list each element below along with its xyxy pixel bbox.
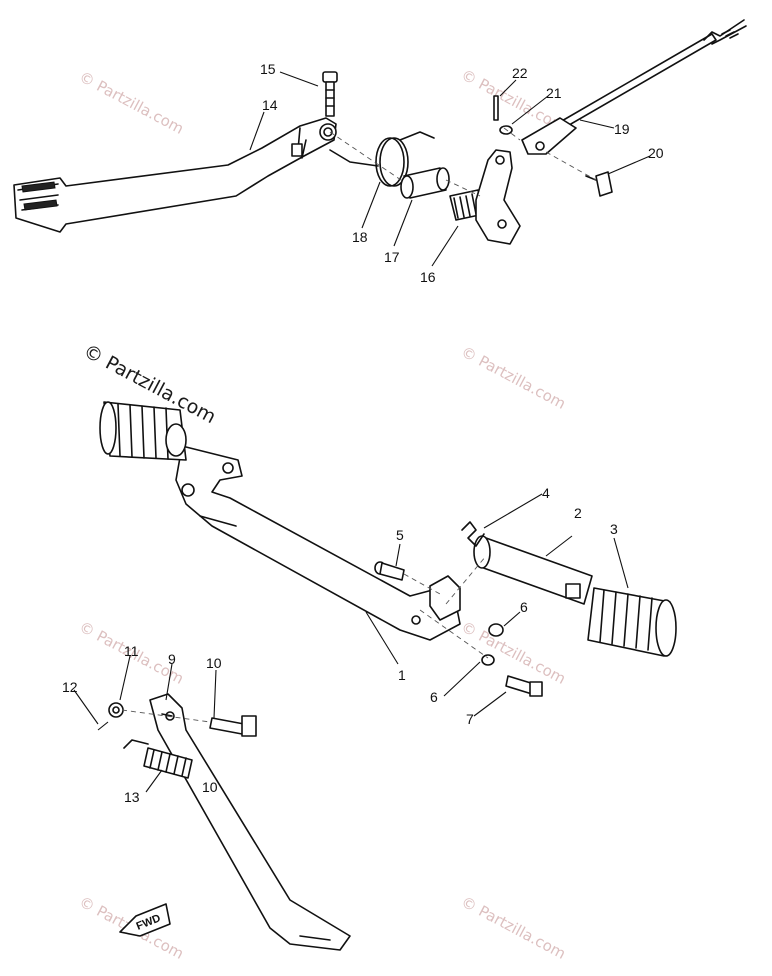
- bushing: [400, 167, 450, 199]
- watermark-3: © Partzilla.com: [458, 343, 569, 413]
- side-stand-nut: [108, 702, 124, 718]
- footrest-bar: [175, 445, 461, 641]
- footrest-assembly: [99, 401, 677, 697]
- side-stand-spring: [123, 739, 193, 779]
- callout-6b: 6: [430, 689, 438, 705]
- callout-22: 22: [512, 65, 528, 81]
- callout-12: 12: [62, 679, 78, 695]
- brake-pedal-assembly: [13, 19, 747, 245]
- callout-9: 9: [168, 651, 176, 667]
- callout-15: 15: [260, 61, 276, 77]
- brake-lever-shaft: [449, 149, 521, 245]
- callouts: 15 14 18 17 16 22 21 19 20 4 2 3 5 6 1 6…: [62, 61, 664, 805]
- callout-14: 14: [262, 97, 278, 113]
- callout-3: 3: [610, 521, 618, 537]
- footrest-bolt: [505, 675, 543, 697]
- callout-2: 2: [574, 505, 582, 521]
- callout-6a: 6: [520, 599, 528, 615]
- side-stand-assembly: [97, 693, 351, 951]
- brake-pedal-arm: [13, 117, 337, 233]
- callout-19: 19: [614, 121, 630, 137]
- callout-20: 20: [648, 145, 664, 161]
- watermark-7: © Partzilla.com: [458, 893, 569, 963]
- callout-21: 21: [546, 85, 562, 101]
- left-footrest-rubber: [99, 401, 187, 461]
- washer-upper: [488, 623, 504, 637]
- washer-lower: [481, 654, 495, 666]
- callout-18: 18: [352, 229, 368, 245]
- footrest-pin: [374, 561, 405, 581]
- footrest-rod: [473, 535, 593, 605]
- watermark-1: © Partzilla.com: [76, 68, 187, 138]
- right-footrest-rubber: [587, 587, 677, 657]
- return-spring: [329, 131, 435, 187]
- footrest-spring: [461, 521, 485, 547]
- callout-11: 11: [124, 643, 139, 659]
- callout-7: 7: [466, 711, 474, 727]
- leader-lines: [73, 71, 651, 793]
- callout-10a: 10: [206, 655, 222, 671]
- callout-1: 1: [398, 667, 406, 683]
- callout-16: 16: [420, 269, 436, 285]
- side-stand: [149, 693, 351, 951]
- fwd-arrow: FWD: [119, 903, 171, 937]
- cotter-pin: [97, 721, 109, 731]
- callout-17: 17: [384, 249, 400, 265]
- callout-10b: 10: [202, 779, 218, 795]
- side-stand-bolt: [209, 715, 257, 737]
- callout-13: 13: [124, 789, 140, 805]
- pedal-bolt: [322, 71, 338, 117]
- callout-5: 5: [396, 527, 404, 543]
- brake-rod-assembly: [493, 19, 747, 197]
- callout-4: 4: [542, 485, 550, 501]
